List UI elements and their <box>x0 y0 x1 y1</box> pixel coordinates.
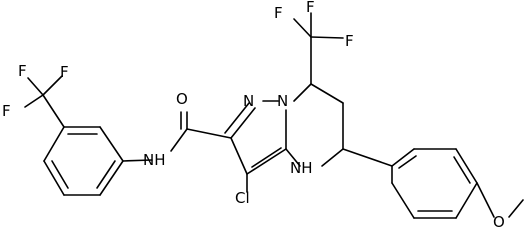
atom-label-nh: NH <box>290 159 313 177</box>
bond-aryl-3 <box>43 126 65 162</box>
bond-raryl-1-inner <box>398 155 417 169</box>
bond-n2-c2-b <box>224 102 250 134</box>
atom-label-cl: Cl <box>235 189 250 207</box>
bond-cf3-left-f3 <box>24 94 44 108</box>
bond-cf3-top-f-right <box>310 36 344 39</box>
bond-nh-c3a <box>285 148 301 167</box>
bond-aryl-to-cf3 <box>42 94 65 128</box>
bond-c2-carbonyl <box>186 128 232 139</box>
bond-c5-nh <box>321 148 344 167</box>
bond-aryl-6-inner <box>96 160 116 189</box>
bond-cf3-top-f-left <box>293 18 312 38</box>
bond-aryl-1 <box>99 126 124 162</box>
atom-label-o: O <box>176 90 188 108</box>
bond-c5-aryl <box>342 148 393 167</box>
bonds <box>24 12 524 219</box>
atom-labels: F F F F F F O N N NH NH Cl O <box>2 0 505 231</box>
bond-aryl-to-o <box>476 182 495 218</box>
bond-cf3-left-f2 <box>42 75 63 96</box>
bond-c3-c3a-a <box>246 148 287 175</box>
bond-c7-c6 <box>310 83 344 104</box>
bond-c2-c3 <box>230 137 248 175</box>
bond-raryl-3 <box>455 148 478 184</box>
bond-raryl-4 <box>455 182 478 219</box>
bond-aryl-6 <box>99 160 124 196</box>
atom-label-n: N <box>243 92 254 110</box>
bond-nh-aryl <box>122 159 153 162</box>
atom-label-f: F <box>345 32 354 50</box>
atom-label-f: F <box>18 62 27 80</box>
bond-aryl-4 <box>43 160 65 196</box>
atom-label-f: F <box>60 63 69 81</box>
atom-label-f: F <box>274 4 283 22</box>
bond-raryl-1 <box>391 148 415 167</box>
bond-aryl-4-inner <box>51 160 69 189</box>
bond-c7-n <box>293 83 312 102</box>
atom-label-o: O <box>493 213 505 231</box>
atom-label-nh: NH <box>143 151 166 169</box>
atom-label-n: N <box>277 92 288 110</box>
bond-carbonyl-nh <box>170 128 188 152</box>
bond-cf3-left-f1 <box>27 77 44 96</box>
bond-c3-c3a-b <box>251 147 282 168</box>
atom-label-f: F <box>2 102 11 120</box>
bond-raryl-3-inner <box>453 156 471 184</box>
atom-label-f: F <box>306 0 315 16</box>
bond-o-methyl <box>508 199 524 218</box>
bond-raryl-6 <box>391 182 415 219</box>
bond-n2-c2-a <box>230 107 256 139</box>
